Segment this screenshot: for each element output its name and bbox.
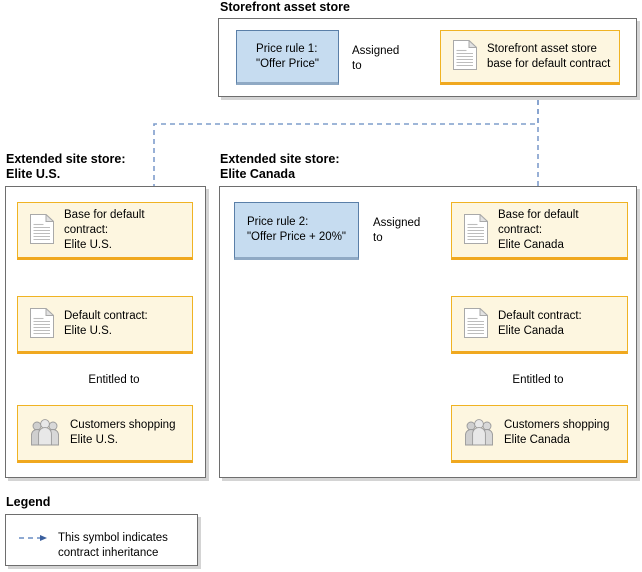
node-price-rule-1[interactable]: Price rule 1: "Offer Price" bbox=[236, 30, 339, 85]
edge-label-entitled-to-ca: Entitled to bbox=[512, 374, 564, 386]
edge-label-assigned-to-1: Assigned to bbox=[352, 45, 400, 72]
edge-label-entitled-to-us: Entitled to bbox=[88, 374, 140, 386]
node-ca-default-contract-label: Default contract: Elite Canada bbox=[498, 310, 582, 337]
node-us-customers[interactable]: Customers shopping Elite U.S. bbox=[17, 405, 193, 463]
edge-label-assigned-to-2: Assigned to bbox=[373, 217, 421, 244]
node-ca-base-contract[interactable]: Base for default contract: Elite Canada bbox=[451, 202, 628, 260]
legend-title: Legend bbox=[6, 495, 51, 509]
group-title-storefront: Storefront asset store bbox=[220, 0, 350, 14]
legend-item-label: This symbol indicates contract inheritan… bbox=[58, 532, 168, 559]
document-icon bbox=[453, 39, 478, 73]
node-us-base-contract-label: Base for default contract: Elite U.S. bbox=[64, 208, 145, 251]
group-title-elite-us: Extended site store: Elite U.S. bbox=[6, 152, 126, 181]
legend-box: This symbol indicates contract inheritan… bbox=[5, 514, 198, 566]
document-icon bbox=[464, 212, 489, 247]
node-storefront-base-contract[interactable]: Storefront asset store base for default … bbox=[440, 30, 620, 85]
node-us-default-contract[interactable]: Default contract: Elite U.S. bbox=[17, 296, 193, 354]
document-icon bbox=[464, 306, 489, 341]
node-ca-customers-label: Customers shopping Elite Canada bbox=[504, 419, 610, 446]
node-ca-default-contract[interactable]: Default contract: Elite Canada bbox=[451, 296, 628, 354]
document-icon bbox=[30, 212, 55, 247]
node-price-rule-2-label: Price rule 2: "Offer Price + 20%" bbox=[246, 216, 347, 243]
node-ca-base-contract-label: Base for default contract: Elite Canada bbox=[498, 208, 579, 251]
legend-item-inheritance: This symbol indicates contract inheritan… bbox=[18, 531, 168, 561]
node-ca-customers[interactable]: Customers shopping Elite Canada bbox=[451, 405, 628, 463]
people-icon bbox=[464, 417, 494, 450]
node-price-rule-1-label: Price rule 1: "Offer Price" bbox=[256, 42, 319, 70]
node-price-rule-2[interactable]: Price rule 2: "Offer Price + 20%" bbox=[234, 202, 359, 260]
node-us-customers-label: Customers shopping Elite U.S. bbox=[70, 419, 176, 446]
dashed-arrow-icon bbox=[18, 533, 50, 547]
node-us-default-contract-label: Default contract: Elite U.S. bbox=[64, 310, 148, 337]
node-us-base-contract[interactable]: Base for default contract: Elite U.S. bbox=[17, 202, 193, 260]
group-title-elite-canada: Extended site store: Elite Canada bbox=[220, 152, 340, 181]
document-icon bbox=[30, 306, 55, 341]
node-storefront-base-contract-label: Storefront asset store base for default … bbox=[487, 42, 611, 70]
people-icon bbox=[30, 417, 60, 450]
